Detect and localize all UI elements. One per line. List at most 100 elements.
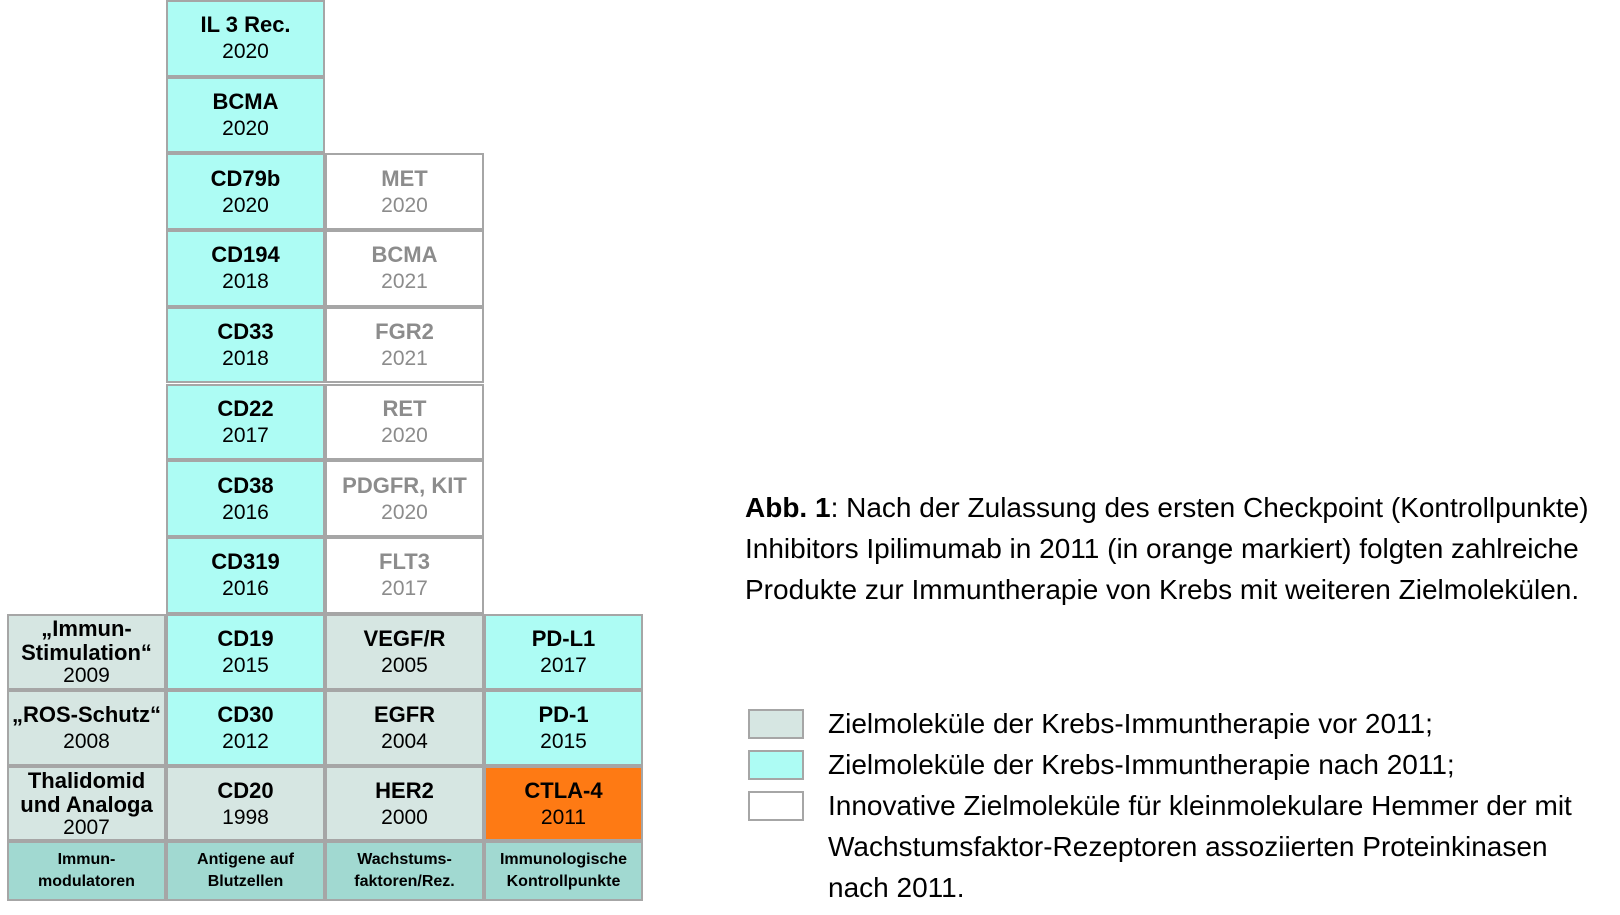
target-year: 2011 — [540, 805, 587, 829]
target-year: 2000 — [381, 805, 428, 829]
target-name: „ROS-Schutz“ — [11, 702, 162, 727]
target-year: 2020 — [222, 193, 269, 217]
target-year: 2007 — [63, 815, 110, 839]
legend: Zielmoleküle der Krebs-Immuntherapie vor… — [748, 703, 1608, 908]
target-cell: EGFR 2004 — [325, 690, 484, 766]
target-year: 2015 — [222, 654, 269, 677]
target-name: EGFR — [373, 702, 436, 727]
target-name: CD30 — [217, 702, 274, 727]
target-year: 2015 — [540, 730, 587, 753]
target-cell: „ROS-Schutz“ 2008 — [7, 690, 166, 766]
legend-item-before-2011: Zielmoleküle der Krebs-Immuntherapie vor… — [748, 703, 1608, 744]
target-name: RET — [382, 395, 427, 421]
target-name: PDGFR, KIT — [342, 472, 467, 498]
target-name: CD194 — [211, 242, 280, 268]
target-cell: IL 3 Rec.2020 — [166, 0, 325, 77]
target-year: 1998 — [222, 805, 269, 829]
target-year: 2020 — [381, 423, 428, 447]
target-year: 2004 — [381, 730, 428, 753]
target-cell: CD19 2015 — [166, 614, 325, 690]
target-year: 2009 — [63, 664, 110, 687]
target-name: CTLA-4 — [524, 777, 603, 803]
target-year: 2017 — [381, 577, 428, 601]
target-name: MET — [381, 165, 428, 191]
target-cell: „Immun-Stimulation“2009 — [7, 614, 166, 690]
target-name: BCMA — [212, 89, 279, 115]
target-year: 2017 — [222, 423, 269, 447]
target-name: CD20 — [217, 777, 274, 803]
target-name: CD19 — [217, 626, 274, 651]
target-year: 2018 — [222, 270, 269, 294]
category-text: Immun-modulatoren — [38, 851, 135, 890]
target-name: HER2 — [375, 777, 434, 803]
target-cell: PD-1 2015 — [484, 690, 643, 766]
target-year: 2016 — [222, 500, 269, 524]
target-name: CD79b — [210, 165, 281, 191]
target-year: 2018 — [222, 347, 269, 371]
target-cell: CD30 2012 — [166, 690, 325, 766]
category-text: Wachstums-faktoren/Rez. — [354, 851, 455, 890]
target-year: 2020 — [222, 40, 269, 64]
target-year: 2017 — [540, 654, 587, 677]
caption-label: Abb. 1 — [745, 492, 831, 523]
target-year: 2020 — [381, 193, 428, 217]
target-year: 2021 — [381, 270, 428, 294]
target-name: FGR2 — [375, 319, 434, 345]
legend-label: Innovative Zielmoleküle für kleinmolekul… — [828, 790, 1572, 903]
target-name: PD-1 — [538, 702, 589, 727]
target-cell: VEGF/R 2005 — [325, 614, 484, 690]
target-year: 2020 — [222, 117, 269, 141]
target-name: CD38 — [217, 472, 274, 498]
target-year: 2021 — [381, 347, 428, 371]
legend-item-after-2011: Zielmoleküle der Krebs-Immuntherapie nac… — [748, 744, 1608, 785]
target-year: 2005 — [381, 654, 428, 677]
target-name: CD319 — [211, 549, 280, 575]
legend-label: Zielmoleküle der Krebs-Immuntherapie vor… — [828, 708, 1433, 739]
target-year: 2012 — [222, 730, 269, 753]
target-name: VEGF/R — [363, 626, 446, 651]
target-name: IL 3 Rec. — [200, 12, 291, 38]
target-cell: PD-L1 2017 — [484, 614, 643, 690]
target-name: „Immun-Stimulation“ — [21, 616, 152, 665]
target-year: 2020 — [381, 500, 428, 524]
target-year: 2016 — [222, 577, 269, 601]
category-label: Wachstums-faktoren/Rez. — [325, 841, 484, 901]
figure-caption: Abb. 1: Nach der Zulassung des ersten Ch… — [745, 487, 1605, 610]
caption-text: : Nach der Zulassung des ersten Checkpoi… — [745, 492, 1589, 605]
legend-item-innovative-targets: Innovative Zielmoleküle für kleinmolekul… — [748, 785, 1608, 908]
legend-label: Zielmoleküle der Krebs-Immuntherapie nac… — [828, 749, 1455, 780]
legend-swatch — [748, 750, 804, 780]
target-name: CD22 — [217, 395, 274, 421]
target-name: FLT3 — [379, 549, 430, 575]
target-name: CD33 — [217, 319, 274, 345]
target-name: BCMA — [371, 242, 438, 268]
legend-swatch — [748, 709, 804, 739]
target-year: 2008 — [63, 730, 110, 753]
category-label: Immun-modulatoren — [7, 841, 166, 901]
legend-swatch — [748, 791, 804, 821]
target-name: PD-L1 — [531, 626, 596, 651]
